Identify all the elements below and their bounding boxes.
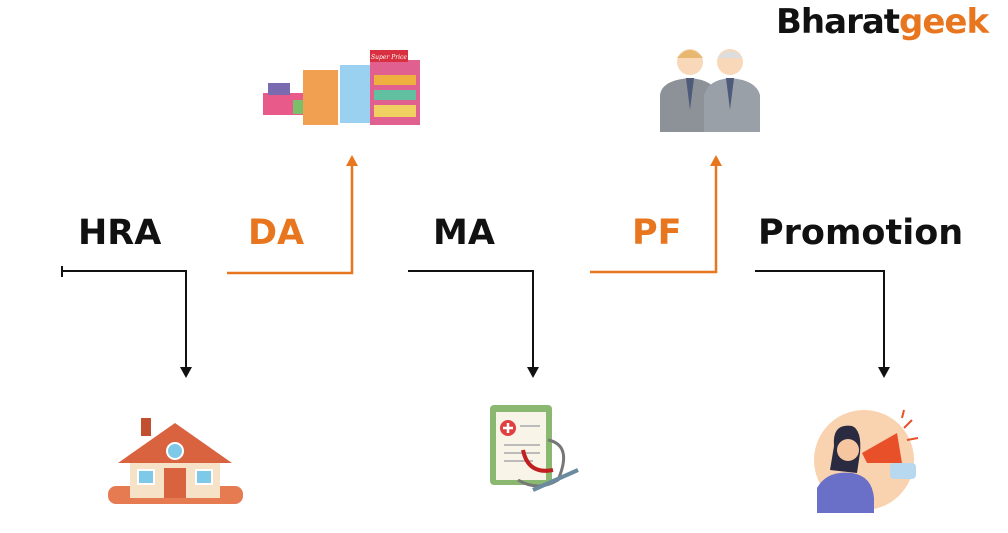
ma-arrow: [408, 270, 534, 370]
label-da: DA: [248, 213, 305, 253]
house-icon: [108, 418, 243, 504]
da-arrowhead: [346, 155, 358, 166]
promotion-arrow: [755, 270, 885, 370]
megaphone-woman-icon: [814, 409, 919, 513]
logo-part2: geek: [899, 2, 989, 42]
hra-arrow: [61, 266, 187, 370]
bharatgeek-logo: Bharatgeek: [776, 2, 989, 42]
label-promotion: Promotion: [758, 213, 964, 253]
pf-arrowhead: [710, 155, 722, 166]
supermarket-icon: Super Price: [263, 50, 420, 125]
ma-arrowhead: [527, 367, 539, 378]
promotion-arrowhead: [878, 367, 890, 378]
label-pf: PF: [632, 213, 682, 253]
senior-employees-icon: [660, 49, 760, 132]
pf-arrow: [590, 162, 718, 274]
hra-arrowhead: [180, 367, 192, 378]
super-price-sign: Super Price: [371, 54, 407, 61]
medical-report-icon: [490, 405, 579, 492]
label-ma: MA: [433, 213, 495, 253]
da-arrow: [227, 162, 354, 275]
logo-part1: Bharat: [776, 2, 900, 42]
label-hra: HRA: [78, 213, 162, 253]
